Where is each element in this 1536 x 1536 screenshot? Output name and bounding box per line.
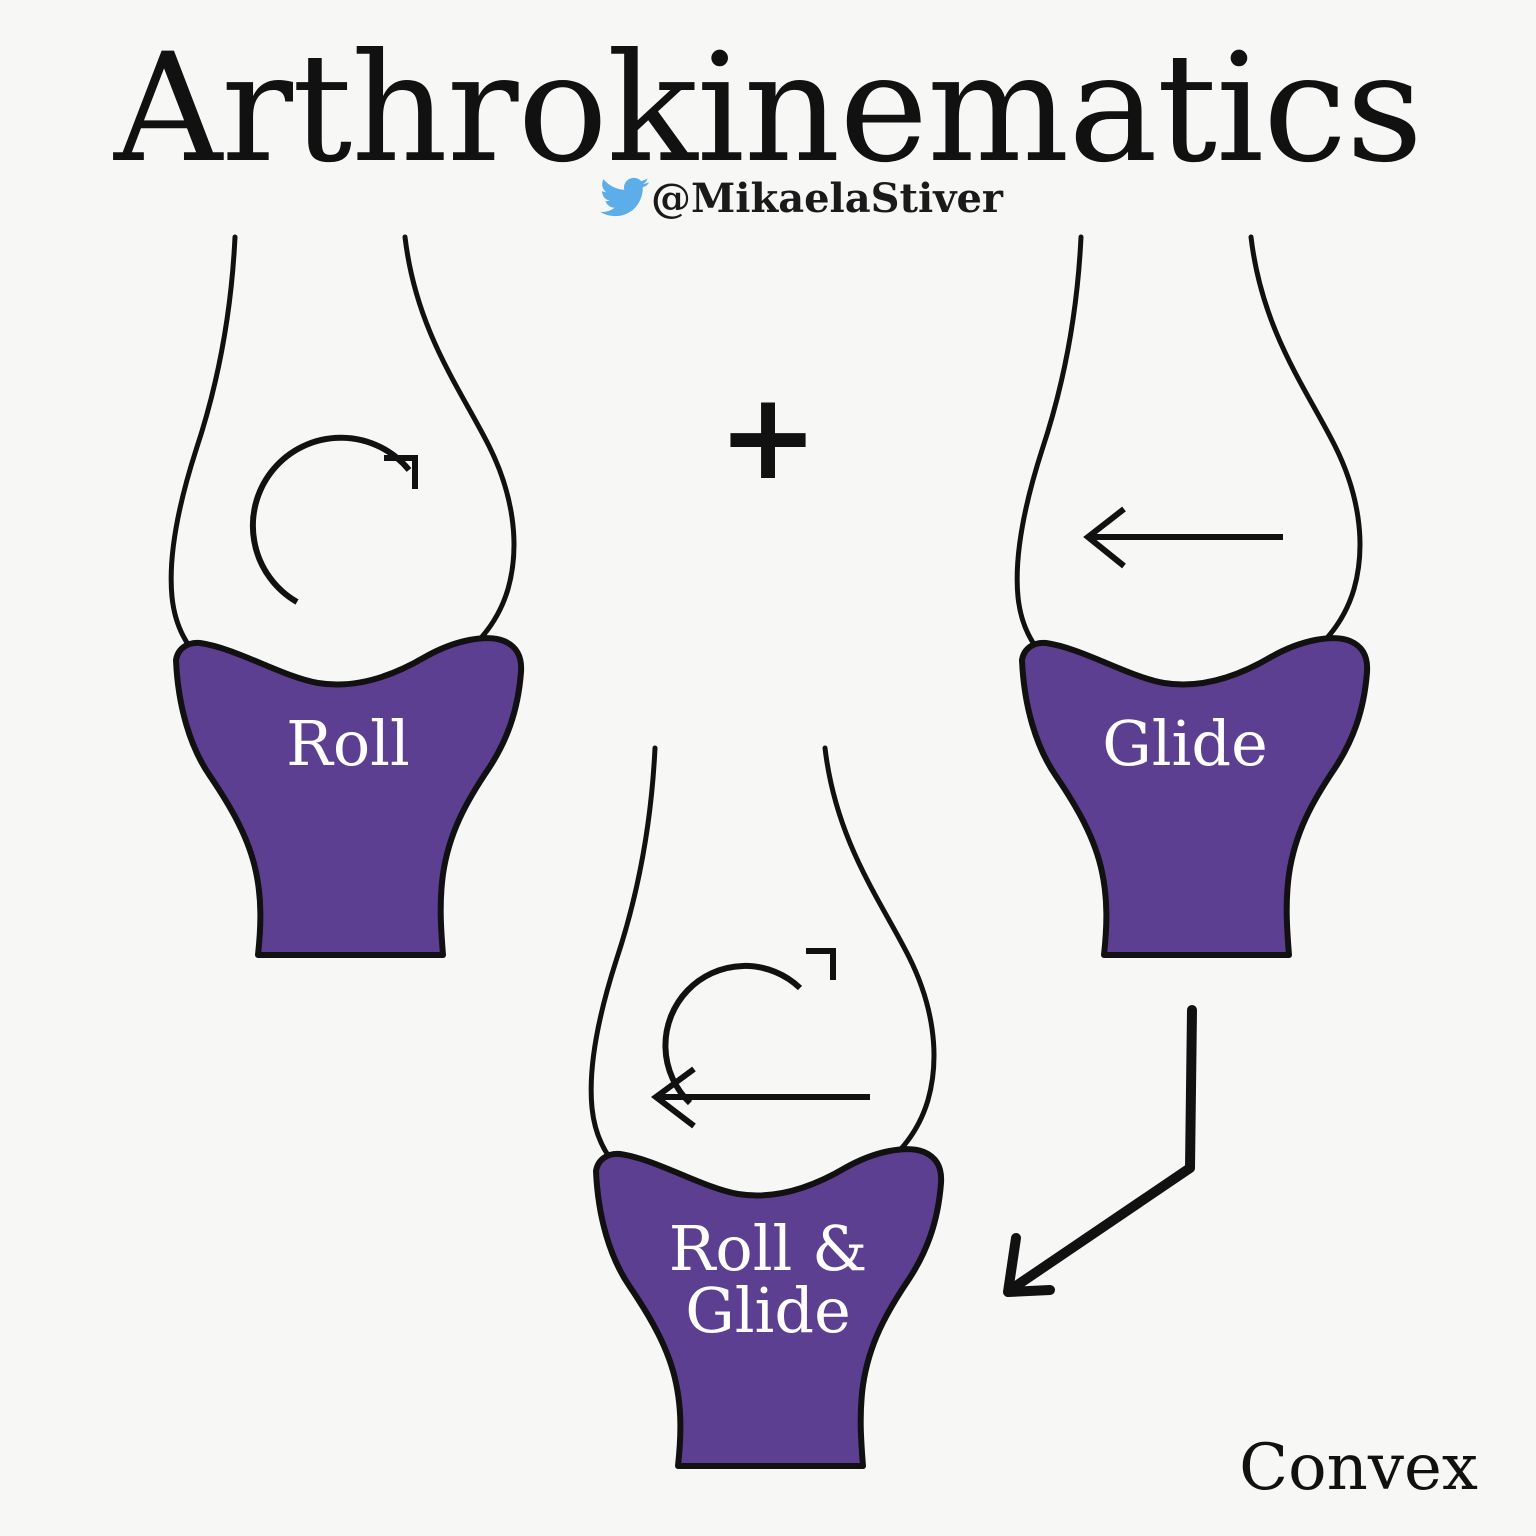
twitter-handle: @MikaelaStiver (651, 175, 1004, 222)
panel-roll-label: Roll (286, 707, 410, 780)
circular-rotation-arrow-icon-roll (249, 434, 418, 605)
credit-line: @MikaelaStiver (600, 175, 1004, 222)
femur-outline-roll-glide (588, 745, 937, 1213)
panel-roll-glide-label-line2: Glide (685, 1274, 851, 1347)
left-translation-arrow-icon-glide (1083, 506, 1283, 569)
tibia-shape-roll-glide (593, 1146, 945, 1469)
convex-corner-label: Convex (1239, 1431, 1478, 1505)
femur-outline-glide (1014, 234, 1363, 702)
plus-operator: + (718, 368, 819, 507)
panel-roll-and-glide: Roll & Glide (588, 745, 945, 1469)
panel-roll-glide-label-line1: Roll & (669, 1212, 868, 1285)
bent-pointer-arrow-icon (1003, 1005, 1197, 1297)
femur-outline-roll (168, 234, 517, 702)
circular-rotation-arrow-icon-roll-glide (662, 948, 836, 1106)
panel-glide: Glide (1014, 234, 1371, 958)
twitter-bird-icon (600, 177, 649, 217)
left-translation-arrow-icon-roll-glide (650, 1066, 870, 1129)
tibia-shape-roll (173, 635, 525, 958)
panel-roll: Roll (168, 234, 525, 958)
tibia-shape-glide (1019, 635, 1371, 958)
page-title: Arthrokinematics (113, 22, 1422, 196)
panel-glide-label: Glide (1102, 707, 1268, 780)
